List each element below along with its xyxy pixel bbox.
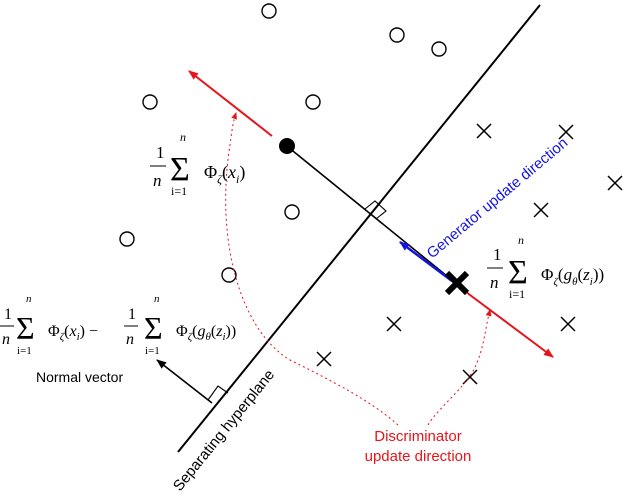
discriminator-arrow-right	[461, 288, 554, 358]
real-sample-circle	[389, 27, 405, 43]
sum-sign: Σ	[170, 151, 190, 188]
sum-upper: n	[26, 293, 32, 305]
sum-upper: n	[154, 293, 160, 305]
mean-real-term: Φζ(xi)	[204, 162, 245, 186]
generated-sample-cross	[476, 123, 492, 139]
normal-vector-right-angle	[207, 385, 229, 401]
sum-sign: Σ	[508, 254, 528, 291]
fraction-n: n	[126, 331, 134, 348]
fraction-n: n	[2, 331, 10, 348]
generated-sample-cross	[386, 316, 402, 332]
discriminator-label-line2: update direction	[365, 448, 472, 465]
fraction-one: 1	[128, 306, 136, 323]
generated-samples	[316, 123, 623, 385]
generated-sample-cross	[462, 369, 478, 385]
fraction-n: n	[490, 273, 499, 292]
real-sample-circle	[221, 267, 237, 283]
mean-fake-cross	[444, 270, 470, 296]
generated-sample-cross	[607, 175, 623, 191]
real-samples	[119, 3, 447, 283]
generated-sample-cross	[316, 351, 332, 367]
difference-term-b: Φζ(gθ(zi))	[176, 323, 236, 343]
mean-fake-term: Φζ(gθ(zi))	[541, 265, 604, 288]
sum-upper: n	[180, 130, 186, 144]
real-sample-circle	[142, 94, 158, 110]
separating-hyperplane-label: Separating hyperplane	[170, 367, 278, 495]
real-sample-circle	[119, 231, 135, 247]
fraction-n: n	[153, 171, 162, 190]
fraction-one: 1	[156, 143, 165, 162]
mean-connector-line	[287, 146, 459, 286]
fraction-one: 1	[4, 306, 12, 323]
real-sample-circle	[261, 3, 277, 19]
discriminator-arrow-left	[188, 70, 273, 137]
real-sample-circle	[284, 204, 300, 220]
sum-lower: i=1	[145, 345, 160, 357]
fraction-one: 1	[493, 245, 502, 264]
real-sample-circle	[305, 94, 321, 110]
mean-real-dot	[279, 138, 295, 154]
sum-lower: i=1	[17, 345, 32, 357]
normal-vector-arrow	[156, 359, 213, 404]
generated-sample-cross	[533, 202, 549, 218]
sum-sign: Σ	[144, 310, 163, 346]
real-sample-circle	[431, 41, 447, 57]
generator-arrow	[399, 241, 453, 282]
normal-vector-label: Normal vector	[36, 369, 123, 385]
separating-hyperplane-line	[177, 4, 541, 453]
right-angle-marker	[364, 200, 387, 220]
generated-sample-cross	[558, 124, 574, 140]
generated-sample-cross	[560, 316, 576, 332]
discriminator-curve-left	[225, 112, 399, 426]
generator-direction-label: Generator update direction	[424, 134, 572, 262]
discriminator-curve-right	[427, 309, 492, 426]
sum-lower: i=1	[171, 184, 187, 198]
discriminator-label-line1: Discriminator	[374, 428, 462, 445]
difference-label: 1 n n Σ i=1 Φζ(xi) − 1 n n Σ i=1 Φζ(gθ(z…	[0, 293, 236, 357]
sum-lower: i=1	[509, 287, 525, 301]
sum-upper: n	[518, 233, 524, 247]
sum-sign: Σ	[16, 310, 35, 346]
difference-term-a: Φζ(xi) −	[48, 323, 98, 343]
mean-fake-label: 1 n n Σ i=1 Φζ(gθ(zi))	[487, 233, 604, 301]
